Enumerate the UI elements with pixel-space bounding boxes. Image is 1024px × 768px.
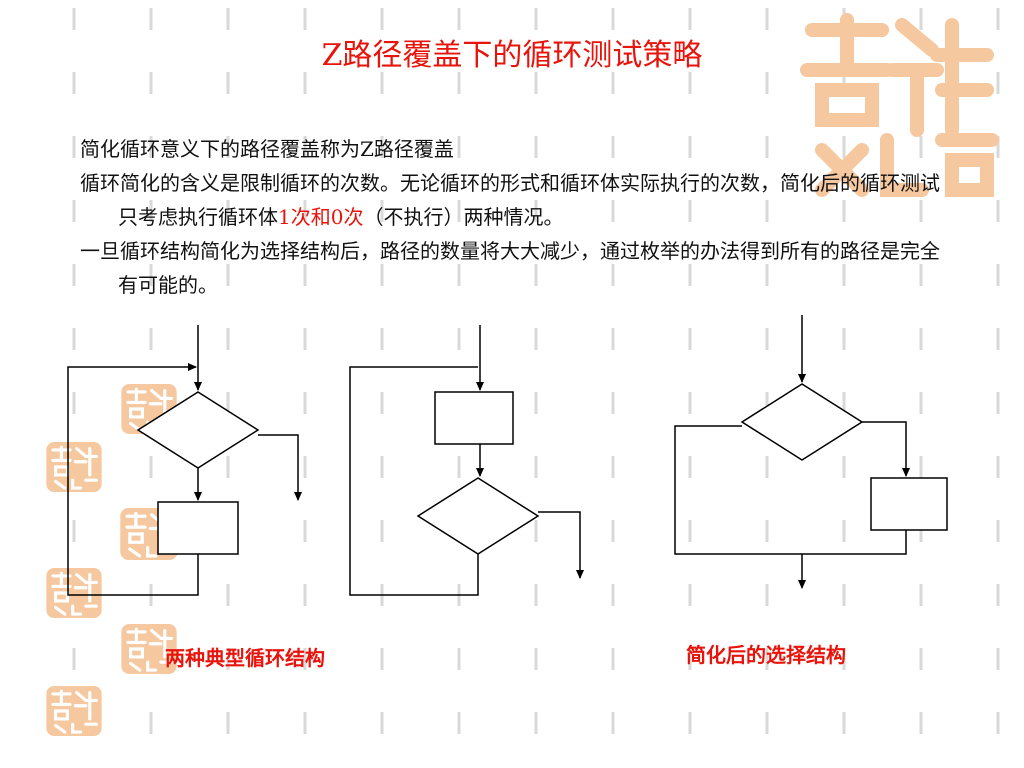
selection-true-branch-arrow	[862, 421, 910, 477]
seal-large-top-right	[800, 13, 999, 197]
selection-flowchart	[674, 315, 948, 589]
while-loop-flowchart	[67, 325, 302, 596]
seal-small-6	[46, 686, 102, 736]
while-loop-body-box	[157, 501, 239, 555]
paragraph-3: 一旦循环结构简化为选择结构后，路径的数量将大大减少，通过枚举的办法得到所有的路径…	[80, 234, 940, 302]
while-loop-back-edge	[67, 363, 199, 596]
do-while-exit-arrow	[538, 511, 584, 579]
do-while-loop-flowchart	[349, 325, 584, 596]
caption-typical-loops: 两种典型循环结构	[165, 646, 325, 670]
paragraph-2: 循环简化的含义是限制循环的次数。无论循环的形式和循环体实际执行的次数，简化后的循…	[80, 166, 940, 234]
paragraph-1: 简化循环意义下的路径覆盖称为Z路径覆盖	[80, 132, 940, 166]
selection-decision-diamond	[740, 383, 864, 461]
paragraph-1-text: 简化循环意义下的路径覆盖称为Z路径覆盖	[80, 137, 454, 161]
do-while-loop-body-box	[434, 391, 514, 445]
seal-small-4	[46, 568, 102, 618]
paragraph-2-text-a: 循环简化的含义是限制循环的次数。无论循环的形式和循环体实际执行的次数，简化后的循…	[80, 171, 940, 229]
body-text: 简化循环意义下的路径覆盖称为Z路径覆盖 循环简化的含义是限制循环的次数。无论循环…	[80, 132, 940, 302]
paragraph-3-text: 一旦循环结构简化为选择结构后，路径的数量将大大减少，通过枚举的办法得到所有的路径…	[80, 239, 940, 297]
seal-small-2	[46, 442, 102, 492]
do-while-back-edge	[349, 366, 479, 596]
slide-title: Z路径覆盖下的循环测试策略	[321, 38, 703, 73]
paragraph-2-text-b: （不执行）两种情况。	[363, 205, 564, 229]
while-decision-diamond	[136, 391, 260, 469]
while-exit-arrow	[258, 434, 302, 501]
selection-false-branch	[674, 425, 907, 555]
paragraph-2-highlight: 1次和0次	[278, 205, 364, 229]
caption-simplified-selection: 简化后的选择结构	[686, 643, 846, 667]
selection-body-box	[870, 477, 948, 531]
seal-small-5	[121, 624, 177, 674]
do-while-decision-diamond	[416, 477, 540, 555]
